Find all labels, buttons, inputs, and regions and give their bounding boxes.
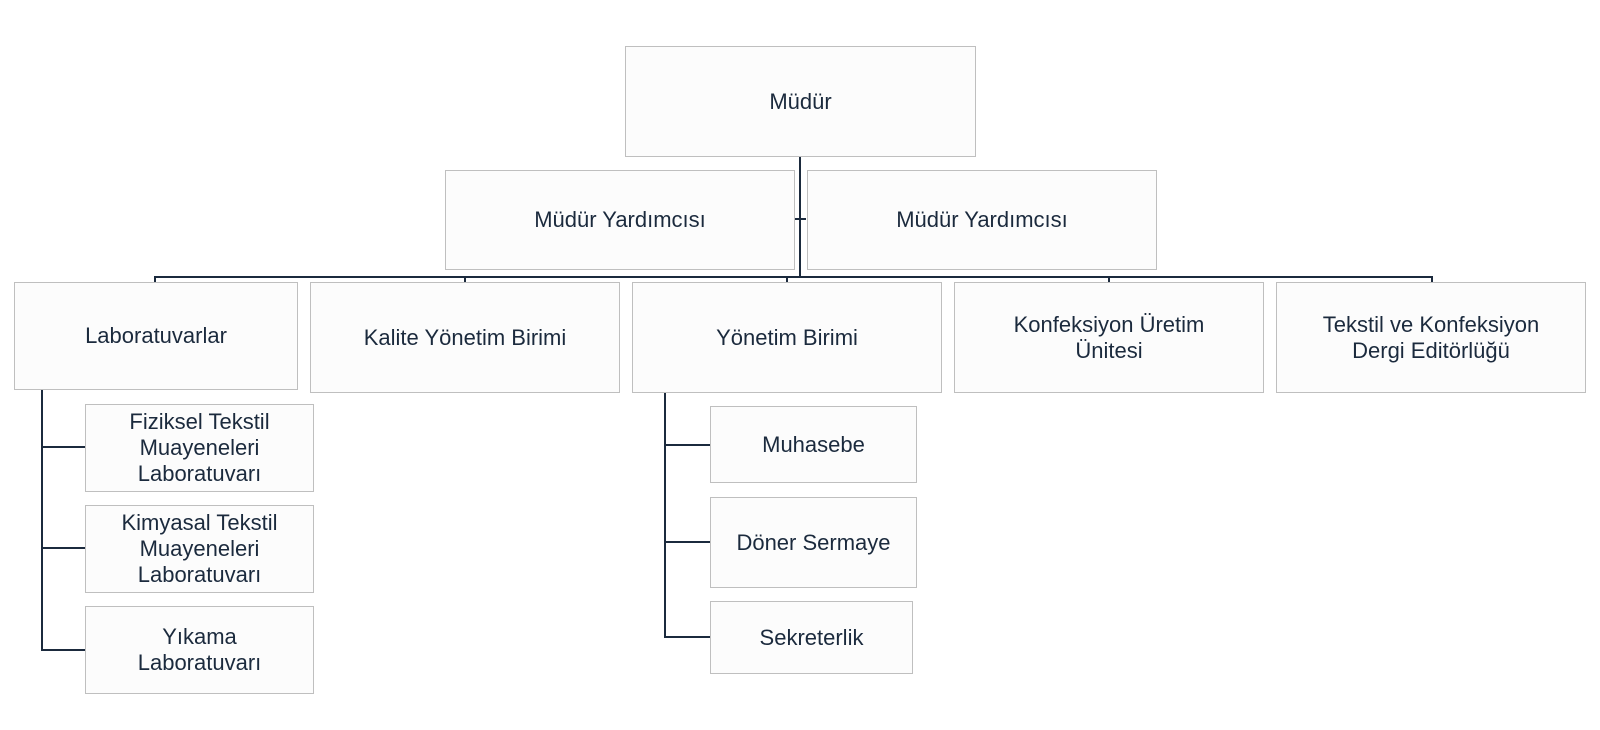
node-secretariat-label: Sekreterlik: [759, 624, 864, 650]
node-director-label: Müdür: [769, 88, 832, 114]
node-assistant-right: Müdür Yardımcısı: [807, 170, 1157, 270]
node-laboratories: Laboratuvarlar: [14, 282, 298, 390]
node-revolving-fund: Döner Sermaye: [710, 497, 917, 588]
node-assistant-left: Müdür Yardımcısı: [445, 170, 795, 270]
node-confection-unit: Konfeksiyon Üretim Ünitesi: [954, 282, 1264, 393]
node-confection-unit-label: Konfeksiyon Üretim Ünitesi: [1013, 311, 1205, 363]
node-washing-lab: Yıkama Laboratuvarı: [85, 606, 314, 694]
node-accounting-label: Muhasebe: [762, 431, 865, 457]
node-secretariat: Sekreterlik: [710, 601, 913, 674]
node-accounting: Muhasebe: [710, 406, 917, 483]
node-revolving-fund-label: Döner Sermaye: [736, 529, 891, 555]
node-chemical-lab: Kimyasal Tekstil Muayeneleri Laboratuvar…: [85, 505, 314, 593]
node-quality-unit-label: Kalite Yönetim Birimi: [363, 324, 567, 350]
node-laboratories-label: Laboratuvarlar: [85, 323, 227, 348]
node-physical-lab: Fiziksel Tekstil Muayeneleri Laboratuvar…: [85, 404, 314, 492]
node-journal-editorship: Tekstil ve Konfeksiyon Dergi Editörlüğü: [1276, 282, 1586, 393]
node-management-unit-label: Yönetim Birimi: [716, 324, 858, 350]
node-director: Müdür: [625, 46, 976, 157]
node-journal-editorship-label: Tekstil ve Konfeksiyon Dergi Editörlüğü: [1322, 311, 1540, 363]
node-chemical-lab-label: Kimyasal Tekstil Muayeneleri Laboratuvar…: [121, 510, 278, 587]
node-management-unit: Yönetim Birimi: [632, 282, 942, 393]
node-physical-lab-label: Fiziksel Tekstil Muayeneleri Laboratuvar…: [129, 409, 270, 486]
node-assistant-left-label: Müdür Yardımcısı: [534, 207, 706, 232]
node-washing-lab-label: Yıkama Laboratuvarı: [137, 624, 262, 675]
node-assistant-right-label: Müdür Yardımcısı: [896, 207, 1068, 232]
node-quality-unit: Kalite Yönetim Birimi: [310, 282, 620, 393]
